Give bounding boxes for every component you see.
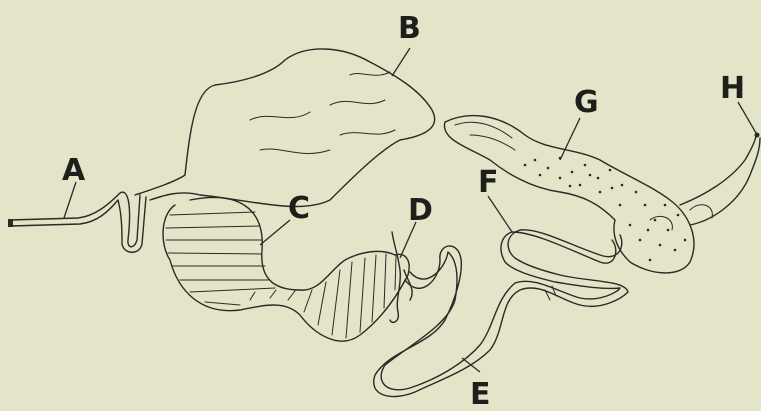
stipple [524,157,687,262]
label-e: E [470,377,491,411]
part-ef-tube [374,230,628,397]
label-d: D [408,193,433,228]
part-c-coil [163,197,409,341]
part-d-twist [390,232,412,322]
part-h-duct [680,133,760,226]
label-b: B [398,11,421,46]
label-a: A [62,153,86,188]
part-a-tube [8,192,146,252]
label-c: C [288,191,310,226]
label-f: F [478,165,499,200]
label-g: G [574,85,599,120]
label-h: H [720,71,745,106]
part-b-sac [135,49,435,207]
